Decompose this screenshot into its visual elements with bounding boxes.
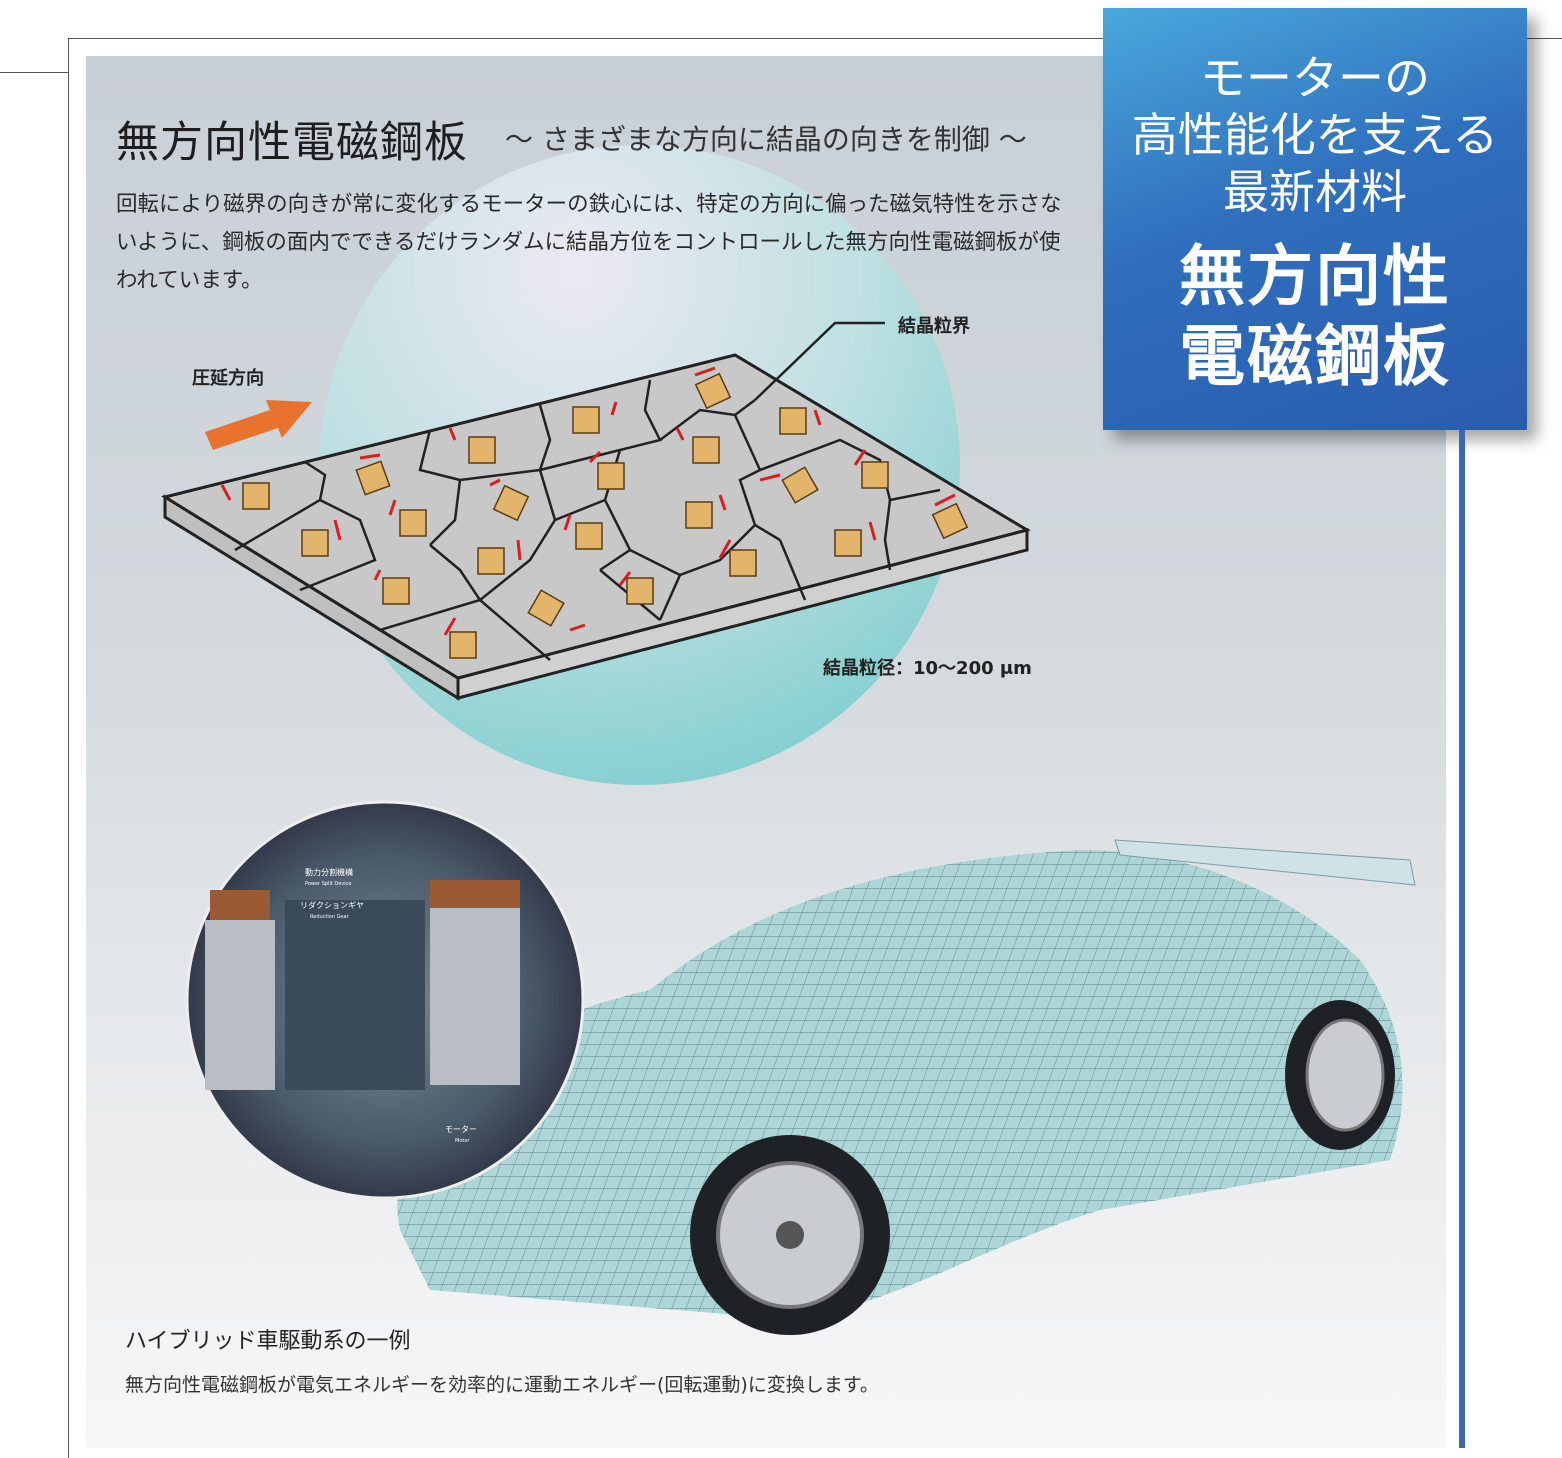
page-edge-line [0, 72, 68, 73]
badge-line-4: 無方向性 [1179, 238, 1451, 315]
steel-sheet-diagram [161, 321, 1031, 701]
motor-label-power-split-en: Power Split Device [305, 881, 351, 887]
motor-label-motor-en: Motor [455, 1138, 470, 1144]
lead-paragraph: 回転により磁界の向きが常に変化するモーターの鉄心には、特定の方向に偏った磁気特性… [116, 192, 1062, 293]
accent-line [1459, 430, 1465, 1448]
hybrid-car-illustration [397, 839, 1416, 1335]
grain-size-label: 結晶粒径：10〜200 μm [823, 658, 1032, 679]
page-title: 無方向性電磁鋼板 [116, 118, 468, 168]
motor-label-power-split: 動力分割機構 [305, 867, 353, 877]
badge-line-3: 最新材料 [1223, 165, 1407, 219]
motor-label-motor: モーター [445, 1125, 477, 1134]
caption-text: 無方向性電磁鋼板が電気エネルギーを効率的に運動エネルギー(回転運動)に変換します… [125, 1374, 879, 1396]
rolling-direction-arrow [205, 400, 312, 450]
badge-line-1: モーターの [1200, 51, 1430, 105]
page-subtitle: 〜 さまざまな方向に結晶の向きを制御 〜 [505, 123, 1027, 156]
badge-line-2: 高性能化を支える [1131, 108, 1499, 162]
motor-cutaway-image: 動力分割機構 Power Split Device リダクションギヤ Reduc… [185, 800, 585, 1200]
motor-label-reduction-gear: リダクションギヤ [300, 900, 364, 910]
grain-boundary-label: 結晶粒界 [898, 316, 970, 337]
feature-badge: モーターの 高性能化を支える 最新材料 無方向性 電磁鋼板 [1103, 8, 1527, 430]
badge-line-5: 電磁鋼板 [1179, 318, 1451, 395]
page-frame [68, 38, 1562, 1458]
motor-label-reduction-gear-en: Reduction Gear [310, 914, 350, 920]
caption-title: ハイブリッド車駆動系の一例 [125, 1329, 411, 1354]
rolling-direction-label: 圧延方向 [192, 368, 264, 389]
